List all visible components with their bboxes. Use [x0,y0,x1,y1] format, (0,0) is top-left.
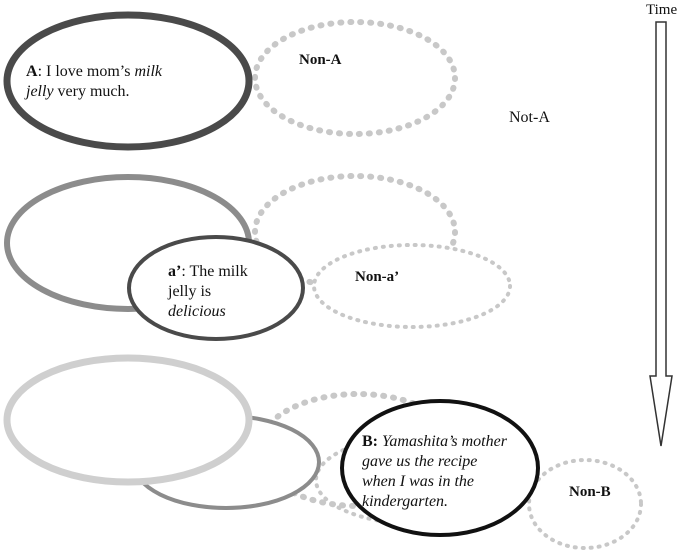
a-text-2: very much. [53,83,130,100]
a-statement: A: I love mom’s milk jelly very much. [26,62,226,102]
non-a-dotted-ellipse [252,19,458,137]
a-ellipse [3,11,253,151]
a-prime-text-2: jelly is [168,283,212,300]
b-text-1: Yamashita’s mother [378,433,507,450]
b-ellipse [340,399,540,537]
a-prime-statement: a’: The milk jelly is delicious [168,262,298,322]
b-letter: B: [362,433,378,450]
non-b-label: Non-B [569,484,611,500]
non-a-prime-label: Non-a’ [355,269,400,285]
b-statement: B: Yamashita’s mother gave us the recipe… [362,432,532,512]
not-a-label: Not-A [509,109,550,126]
non-a-dotted-ellipse-stage2 [252,173,458,291]
a-text-italic: milk [134,63,162,80]
b-text-3: when I was in the [362,473,474,490]
non-a-prime-dotted-ellipse [312,243,512,329]
a-light-ellipse [3,354,253,486]
non-a-label: Non-A [299,52,342,68]
non-b-dotted-ellipse [527,458,643,550]
a-text-2-italic: jelly [26,83,54,100]
b-text-4: kindergarten. [362,493,449,510]
a-prime-ellipse [127,235,305,341]
a-prime-text-1: : The milk [181,263,248,280]
a-letter: A [26,63,38,80]
a-text-1: : I love mom’s [37,63,135,80]
time-arrow [649,21,673,447]
time-label: Time [646,2,678,18]
b-text-2: gave us the recipe [362,453,478,470]
a-prime-text-italic: delicious [168,303,226,320]
a-prime-letter: a’ [168,263,182,280]
